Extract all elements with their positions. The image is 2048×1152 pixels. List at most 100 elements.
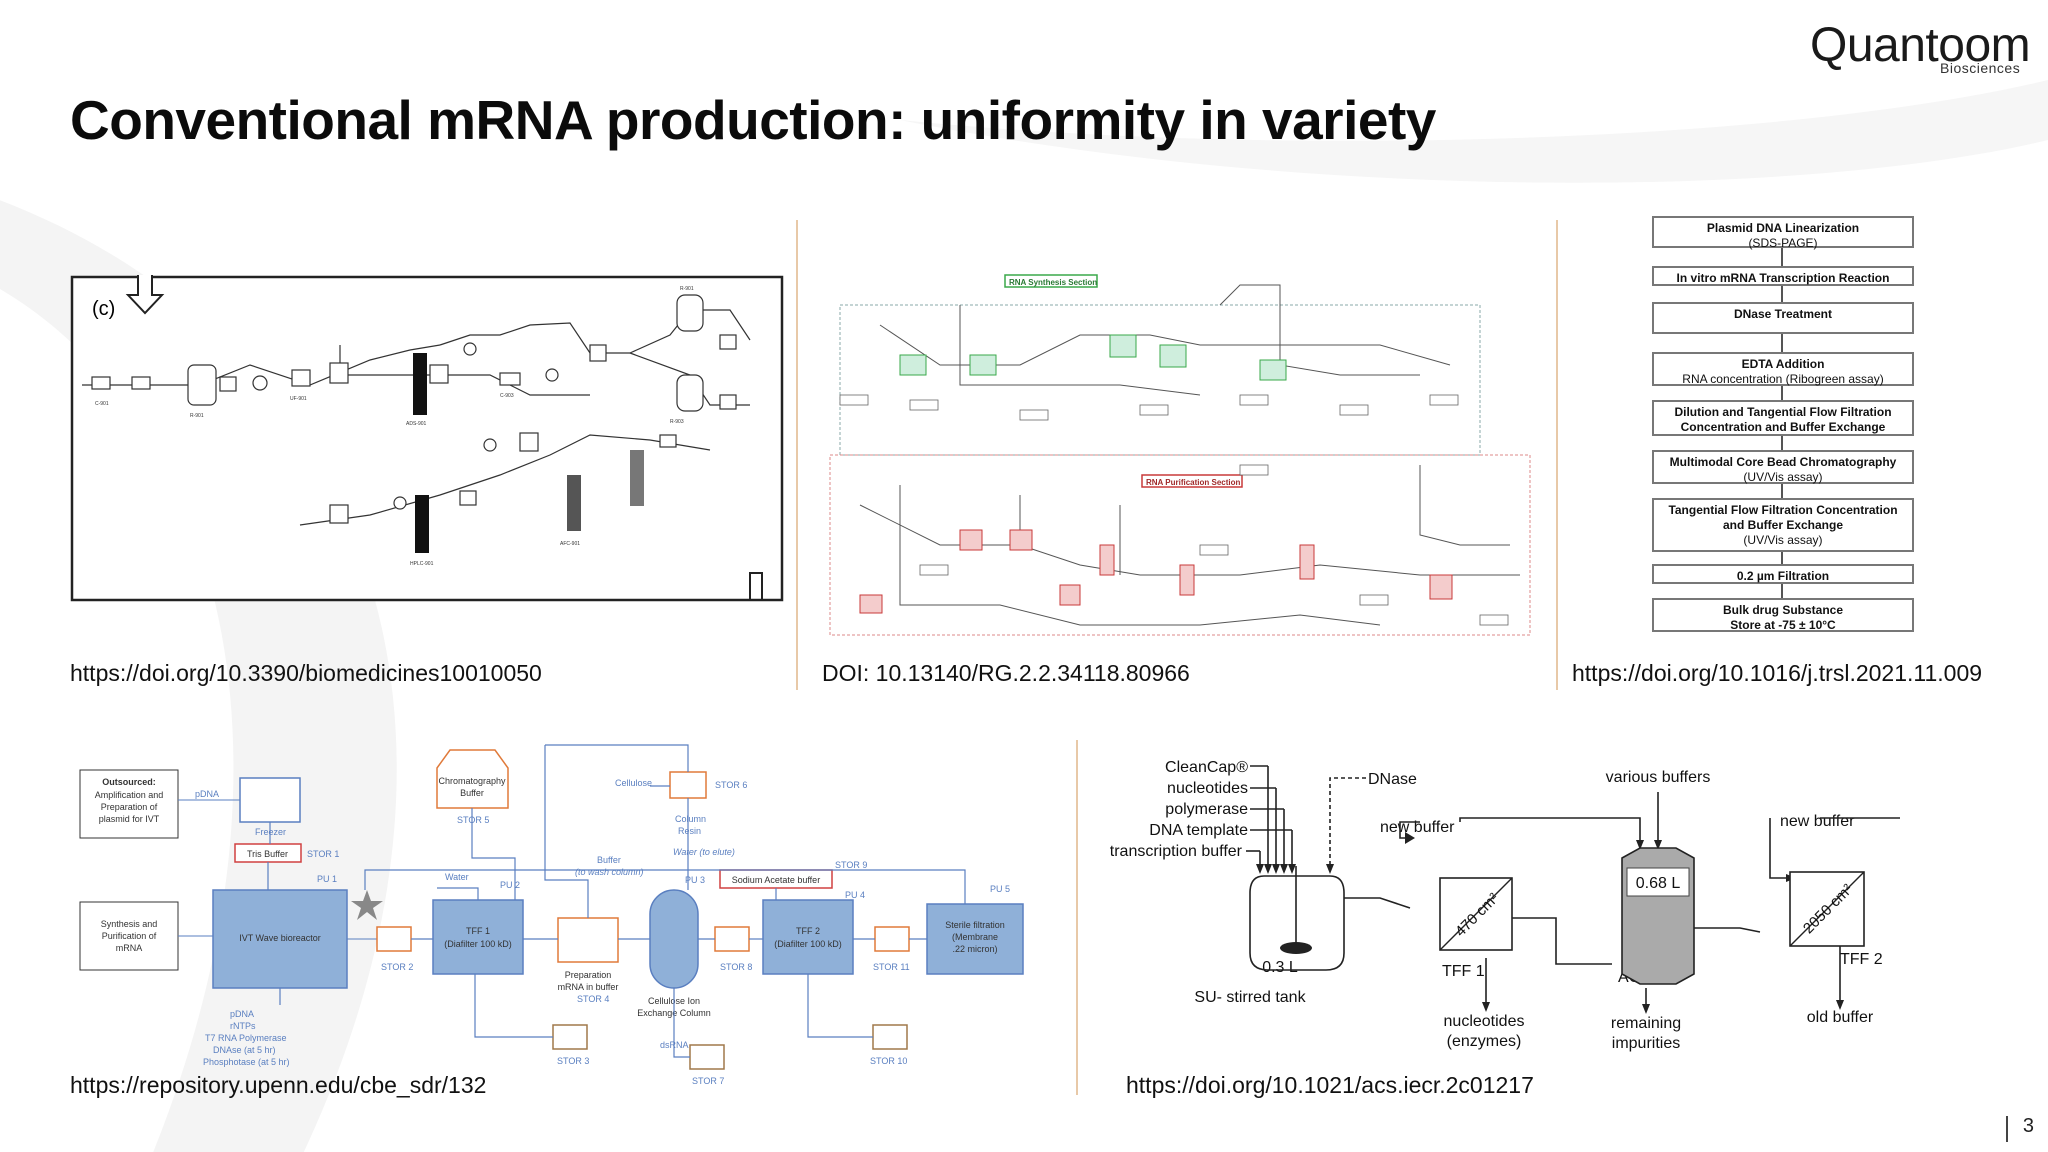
page-number: 3 <box>2022 1115 2034 1137</box>
svg-text:various buffers: various buffers <box>1606 769 1711 786</box>
caption-figure-2[interactable]: DOI: 10.13140/RG.2.2.34118.80966 <box>822 660 1190 686</box>
svg-text:IVT Wave bioreactor: IVT Wave bioreactor <box>239 933 321 943</box>
panel-label: (c) <box>92 298 115 320</box>
divider-3 <box>1076 740 1078 1095</box>
svg-text:STOR 11: STOR 11 <box>873 962 910 972</box>
svg-text:Preparation of: Preparation of <box>101 802 158 812</box>
svg-text:Sterile filtration: Sterile filtration <box>945 920 1005 930</box>
caption-figure-4[interactable]: https://repository.upenn.edu/cbe_sdr/132 <box>70 1072 487 1098</box>
label-cleancap: CleanCap® <box>1165 759 1248 776</box>
svg-text:nucleotides: nucleotides <box>1444 1013 1525 1030</box>
svg-text:(Diafilter 100 kD): (Diafilter 100 kD) <box>444 939 512 949</box>
svg-text:Resin: Resin <box>678 826 701 836</box>
svg-text:STOR 1: STOR 1 <box>307 849 339 859</box>
svg-text:PU 3: PU 3 <box>685 875 705 885</box>
svg-text:Outsourced:: Outsourced: <box>102 777 156 787</box>
logo-subtitle: Biosciences <box>1940 60 2021 76</box>
flow-step-1: Plasmid DNA Linearization(SDS-PAGE) <box>1652 216 1914 250</box>
svg-text:Synthesis and: Synthesis and <box>101 919 158 929</box>
svg-text:Tris Buffer: Tris Buffer <box>247 849 288 859</box>
svg-text:impurities: impurities <box>1612 1035 1680 1052</box>
svg-text:Buffer: Buffer <box>597 855 621 865</box>
svg-text:mRNA in buffer: mRNA in buffer <box>558 982 619 992</box>
svg-text:pDNA: pDNA <box>230 1009 254 1019</box>
svg-text:T7 RNA Polymerase: T7 RNA Polymerase <box>205 1033 287 1043</box>
svg-text:R-903: R-903 <box>670 419 684 425</box>
svg-text:(enzymes): (enzymes) <box>1447 1033 1522 1050</box>
svg-text:(to wash column): (to wash column) <box>575 867 644 877</box>
svg-text:DNAse (at 5 hr): DNAse (at 5 hr) <box>213 1045 276 1055</box>
svg-text:STOR 8: STOR 8 <box>720 962 752 972</box>
divider-2 <box>1556 220 1558 690</box>
svg-text:AFC-901: AFC-901 <box>560 541 580 547</box>
flow-step-8: 0.2 µm Filtration <box>1652 564 1914 584</box>
svg-text:PU 1: PU 1 <box>317 874 337 884</box>
flow-step-6: Multimodal Core Bead Chromatography(UV/V… <box>1652 450 1914 484</box>
svg-text:STOR 7: STOR 7 <box>692 1076 724 1086</box>
svg-text:polymerase: polymerase <box>1165 801 1248 818</box>
page-number-divider <box>2006 1116 2008 1142</box>
svg-text:Column: Column <box>675 814 706 824</box>
svg-text:Amplification and: Amplification and <box>95 790 164 800</box>
flow-step-7: Tangential Flow Filtration Concentration… <box>1652 498 1914 552</box>
svg-text:remaining: remaining <box>1611 1015 1681 1032</box>
svg-text:0.3 L: 0.3 L <box>1262 959 1298 976</box>
svg-text:TFF 2: TFF 2 <box>1840 951 1883 968</box>
svg-text:DNA template: DNA template <box>1149 822 1248 839</box>
svg-text:STOR 4: STOR 4 <box>577 994 609 1004</box>
svg-text:SU- stirred tank: SU- stirred tank <box>1194 989 1306 1006</box>
svg-text:mRNA: mRNA <box>116 943 143 953</box>
svg-text:C-901: C-901 <box>95 401 109 407</box>
svg-text:0.68 L: 0.68 L <box>1636 875 1681 892</box>
svg-text:new buffer: new buffer <box>1780 813 1855 830</box>
svg-text:PU 5: PU 5 <box>990 884 1010 894</box>
svg-text:Cellulose: Cellulose <box>615 778 652 788</box>
caption-figure-1[interactable]: https://doi.org/10.3390/biomedicines1001… <box>70 660 542 686</box>
svg-text:old buffer: old buffer <box>1807 1009 1874 1026</box>
svg-text:Preparation: Preparation <box>565 970 612 980</box>
svg-text:TFF 1: TFF 1 <box>466 926 490 936</box>
rna-synthesis-label: RNA Synthesis Section <box>1009 278 1097 287</box>
svg-text:Sodium Acetate buffer: Sodium Acetate buffer <box>732 875 820 885</box>
svg-text:plasmid for IVT: plasmid for IVT <box>99 814 160 824</box>
svg-text:PU 4: PU 4 <box>845 890 865 900</box>
svg-text:STOR 6: STOR 6 <box>715 780 747 790</box>
svg-text:transcription buffer: transcription buffer <box>1110 843 1243 860</box>
svg-text:Buffer: Buffer <box>460 788 484 798</box>
svg-text:STOR 10: STOR 10 <box>870 1056 907 1066</box>
svg-text:.22 micron): .22 micron) <box>952 944 997 954</box>
figure-4-process-flow: Outsourced: Amplification and Preparatio… <box>79 744 1024 1086</box>
flow-step-5: Dilution and Tangential Flow Filtration … <box>1652 400 1914 436</box>
flow-step-2: In vitro mRNA Transcription Reaction <box>1652 266 1914 286</box>
svg-text:nucleotides: nucleotides <box>1167 780 1248 797</box>
divider-1 <box>796 220 798 690</box>
svg-text:Purification of: Purification of <box>102 931 157 941</box>
svg-text:UF-901: UF-901 <box>290 396 307 402</box>
svg-text:TFF 2: TFF 2 <box>796 926 820 936</box>
svg-text:Water: Water <box>445 872 469 882</box>
svg-text:rNTPs: rNTPs <box>230 1021 256 1031</box>
svg-text:STOR 2: STOR 2 <box>381 962 413 972</box>
svg-text:R-901: R-901 <box>190 413 204 419</box>
figure-2-rna-schematic: RNA Synthesis Section RNA Purification S… <box>829 274 1531 636</box>
svg-text:ADS-901: ADS-901 <box>406 421 427 427</box>
svg-text:new buffer: new buffer <box>1380 819 1455 836</box>
slide-title: Conventional mRNA production: uniformity… <box>70 89 1436 151</box>
svg-text:Chromatography: Chromatography <box>438 776 506 786</box>
svg-text:TFF 1: TFF 1 <box>1442 963 1485 980</box>
svg-text:HPLC-901: HPLC-901 <box>410 561 434 567</box>
svg-text:R-901: R-901 <box>680 286 694 292</box>
svg-text:STOR 3: STOR 3 <box>557 1056 589 1066</box>
svg-text:Water (to elute): Water (to elute) <box>673 847 735 857</box>
flow-step-3: DNase Treatment <box>1652 302 1914 334</box>
svg-text:PU 2: PU 2 <box>500 880 520 890</box>
svg-text:(Diafilter 100 kD): (Diafilter 100 kD) <box>774 939 842 949</box>
caption-figure-3[interactable]: https://doi.org/10.1016/j.trsl.2021.11.0… <box>1572 660 1983 686</box>
caption-figure-5[interactable]: https://doi.org/10.1021/acs.iecr.2c01217 <box>1126 1072 1534 1098</box>
svg-text:STOR 9: STOR 9 <box>835 860 867 870</box>
svg-text:Phosphotase (at 5 hr): Phosphotase (at 5 hr) <box>203 1057 290 1067</box>
logo-wordmark: Quantoom <box>1810 19 2031 72</box>
